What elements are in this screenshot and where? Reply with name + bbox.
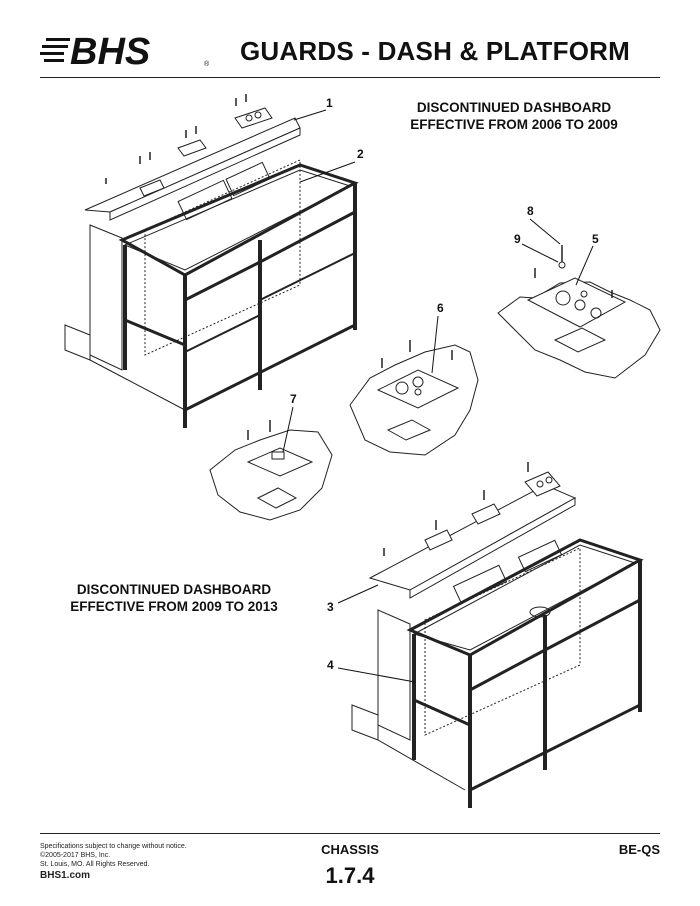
footer-rule [40, 833, 660, 834]
website-link[interactable]: BHS1.com [40, 870, 91, 881]
page-title: GUARDS - DASH & PLATFORM [240, 36, 630, 66]
callout-7: 7 [290, 392, 297, 406]
callout-1: 1 [326, 96, 333, 110]
header-rule [40, 77, 660, 78]
top-chassis-frame [64, 94, 359, 428]
caption-dashboard-2009-2013: DISCONTINUED DASHBOARD EFFECTIVE FROM 20… [58, 581, 290, 615]
callout-4: 4 [327, 658, 334, 672]
section-number: 1.7.4 [325, 863, 375, 888]
callout-8: 8 [527, 204, 534, 218]
callout-9: 9 [514, 232, 521, 246]
model-code: BE-QS [618, 842, 660, 857]
bhs-logo: BHS ® [40, 31, 210, 70]
leader-lines [282, 109, 594, 683]
detail-plate-6 [349, 340, 479, 456]
callout-6: 6 [437, 301, 444, 315]
bottom-chassis-frame [351, 462, 644, 808]
footer-notice: Specifications subject to change without… [40, 842, 187, 882]
detail-plate-5 [497, 245, 661, 379]
logo-text: BHS [70, 31, 150, 70]
callout-2: 2 [357, 147, 364, 161]
caption-line: EFFECTIVE FROM 2009 TO 2013 [70, 599, 278, 614]
caption-line: DISCONTINUED DASHBOARD [416, 100, 612, 115]
rights-text: St. Louis, MO. All Rights Reserved. [40, 861, 150, 868]
copyright-text: ©2005-2017 BHS, Inc. [40, 852, 111, 859]
caption-dashboard-2006-2009: DISCONTINUED DASHBOARD EFFECTIVE FROM 20… [398, 99, 630, 133]
detail-plate-7 [209, 420, 333, 521]
callout-5: 5 [592, 232, 599, 246]
section-name: CHASSIS [321, 842, 379, 857]
callout-3: 3 [327, 600, 334, 614]
caption-line: EFFECTIVE FROM 2006 TO 2009 [410, 117, 618, 132]
caption-line: DISCONTINUED DASHBOARD [76, 582, 272, 597]
svg-text:®: ® [204, 60, 210, 68]
section-block: CHASSIS 1.7.4 [300, 842, 400, 889]
notice-text: Specifications subject to change without… [40, 843, 187, 850]
